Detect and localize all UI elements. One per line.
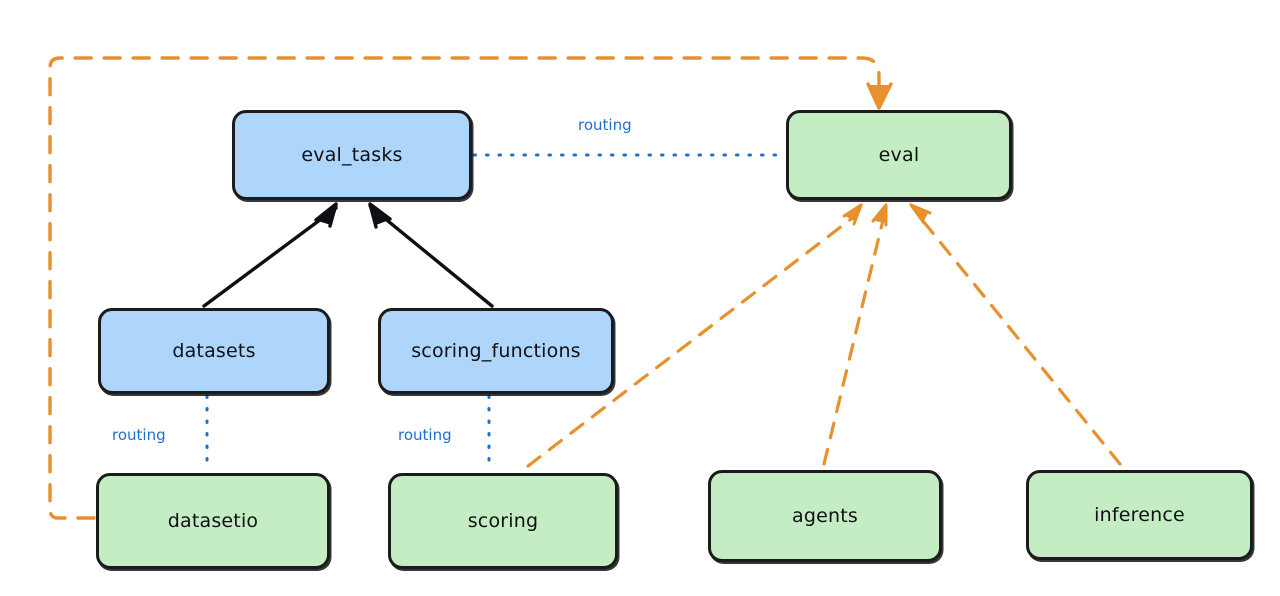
edge-scoring_functions-eval_tasks bbox=[368, 202, 494, 308]
node-eval[interactable]: eval bbox=[786, 110, 1012, 200]
node-scoring_functions[interactable]: scoring_functions bbox=[378, 308, 614, 394]
edge-label-routing-eval: routing bbox=[578, 116, 632, 134]
node-label-eval: eval bbox=[878, 144, 920, 166]
edge-scoring-eval bbox=[526, 203, 863, 468]
node-inference[interactable]: inference bbox=[1026, 470, 1253, 560]
node-label-agents: agents bbox=[792, 505, 858, 527]
node-datasetio[interactable]: datasetio bbox=[96, 473, 330, 569]
edge-agents-eval bbox=[822, 203, 888, 466]
node-agents[interactable]: agents bbox=[708, 470, 942, 562]
node-datasets[interactable]: datasets bbox=[98, 308, 330, 394]
node-scoring[interactable]: scoring bbox=[388, 473, 618, 569]
node-label-datasetio: datasetio bbox=[167, 510, 259, 532]
edge-label-routing-datasets: routing bbox=[112, 426, 166, 444]
edge-datasetio-eval bbox=[48, 56, 893, 520]
edge-inference-eval bbox=[909, 203, 1122, 466]
node-label-eval_tasks: eval_tasks bbox=[301, 144, 403, 166]
edge-label-routing-scoring: routing bbox=[398, 426, 452, 444]
node-label-datasets: datasets bbox=[172, 340, 256, 362]
node-eval_tasks[interactable]: eval_tasks bbox=[232, 110, 472, 200]
node-label-inference: inference bbox=[1094, 504, 1185, 526]
node-label-scoring: scoring bbox=[467, 510, 539, 532]
node-label-scoring_functions: scoring_functions bbox=[411, 340, 581, 362]
edge-datasets-eval_tasks bbox=[202, 202, 338, 308]
